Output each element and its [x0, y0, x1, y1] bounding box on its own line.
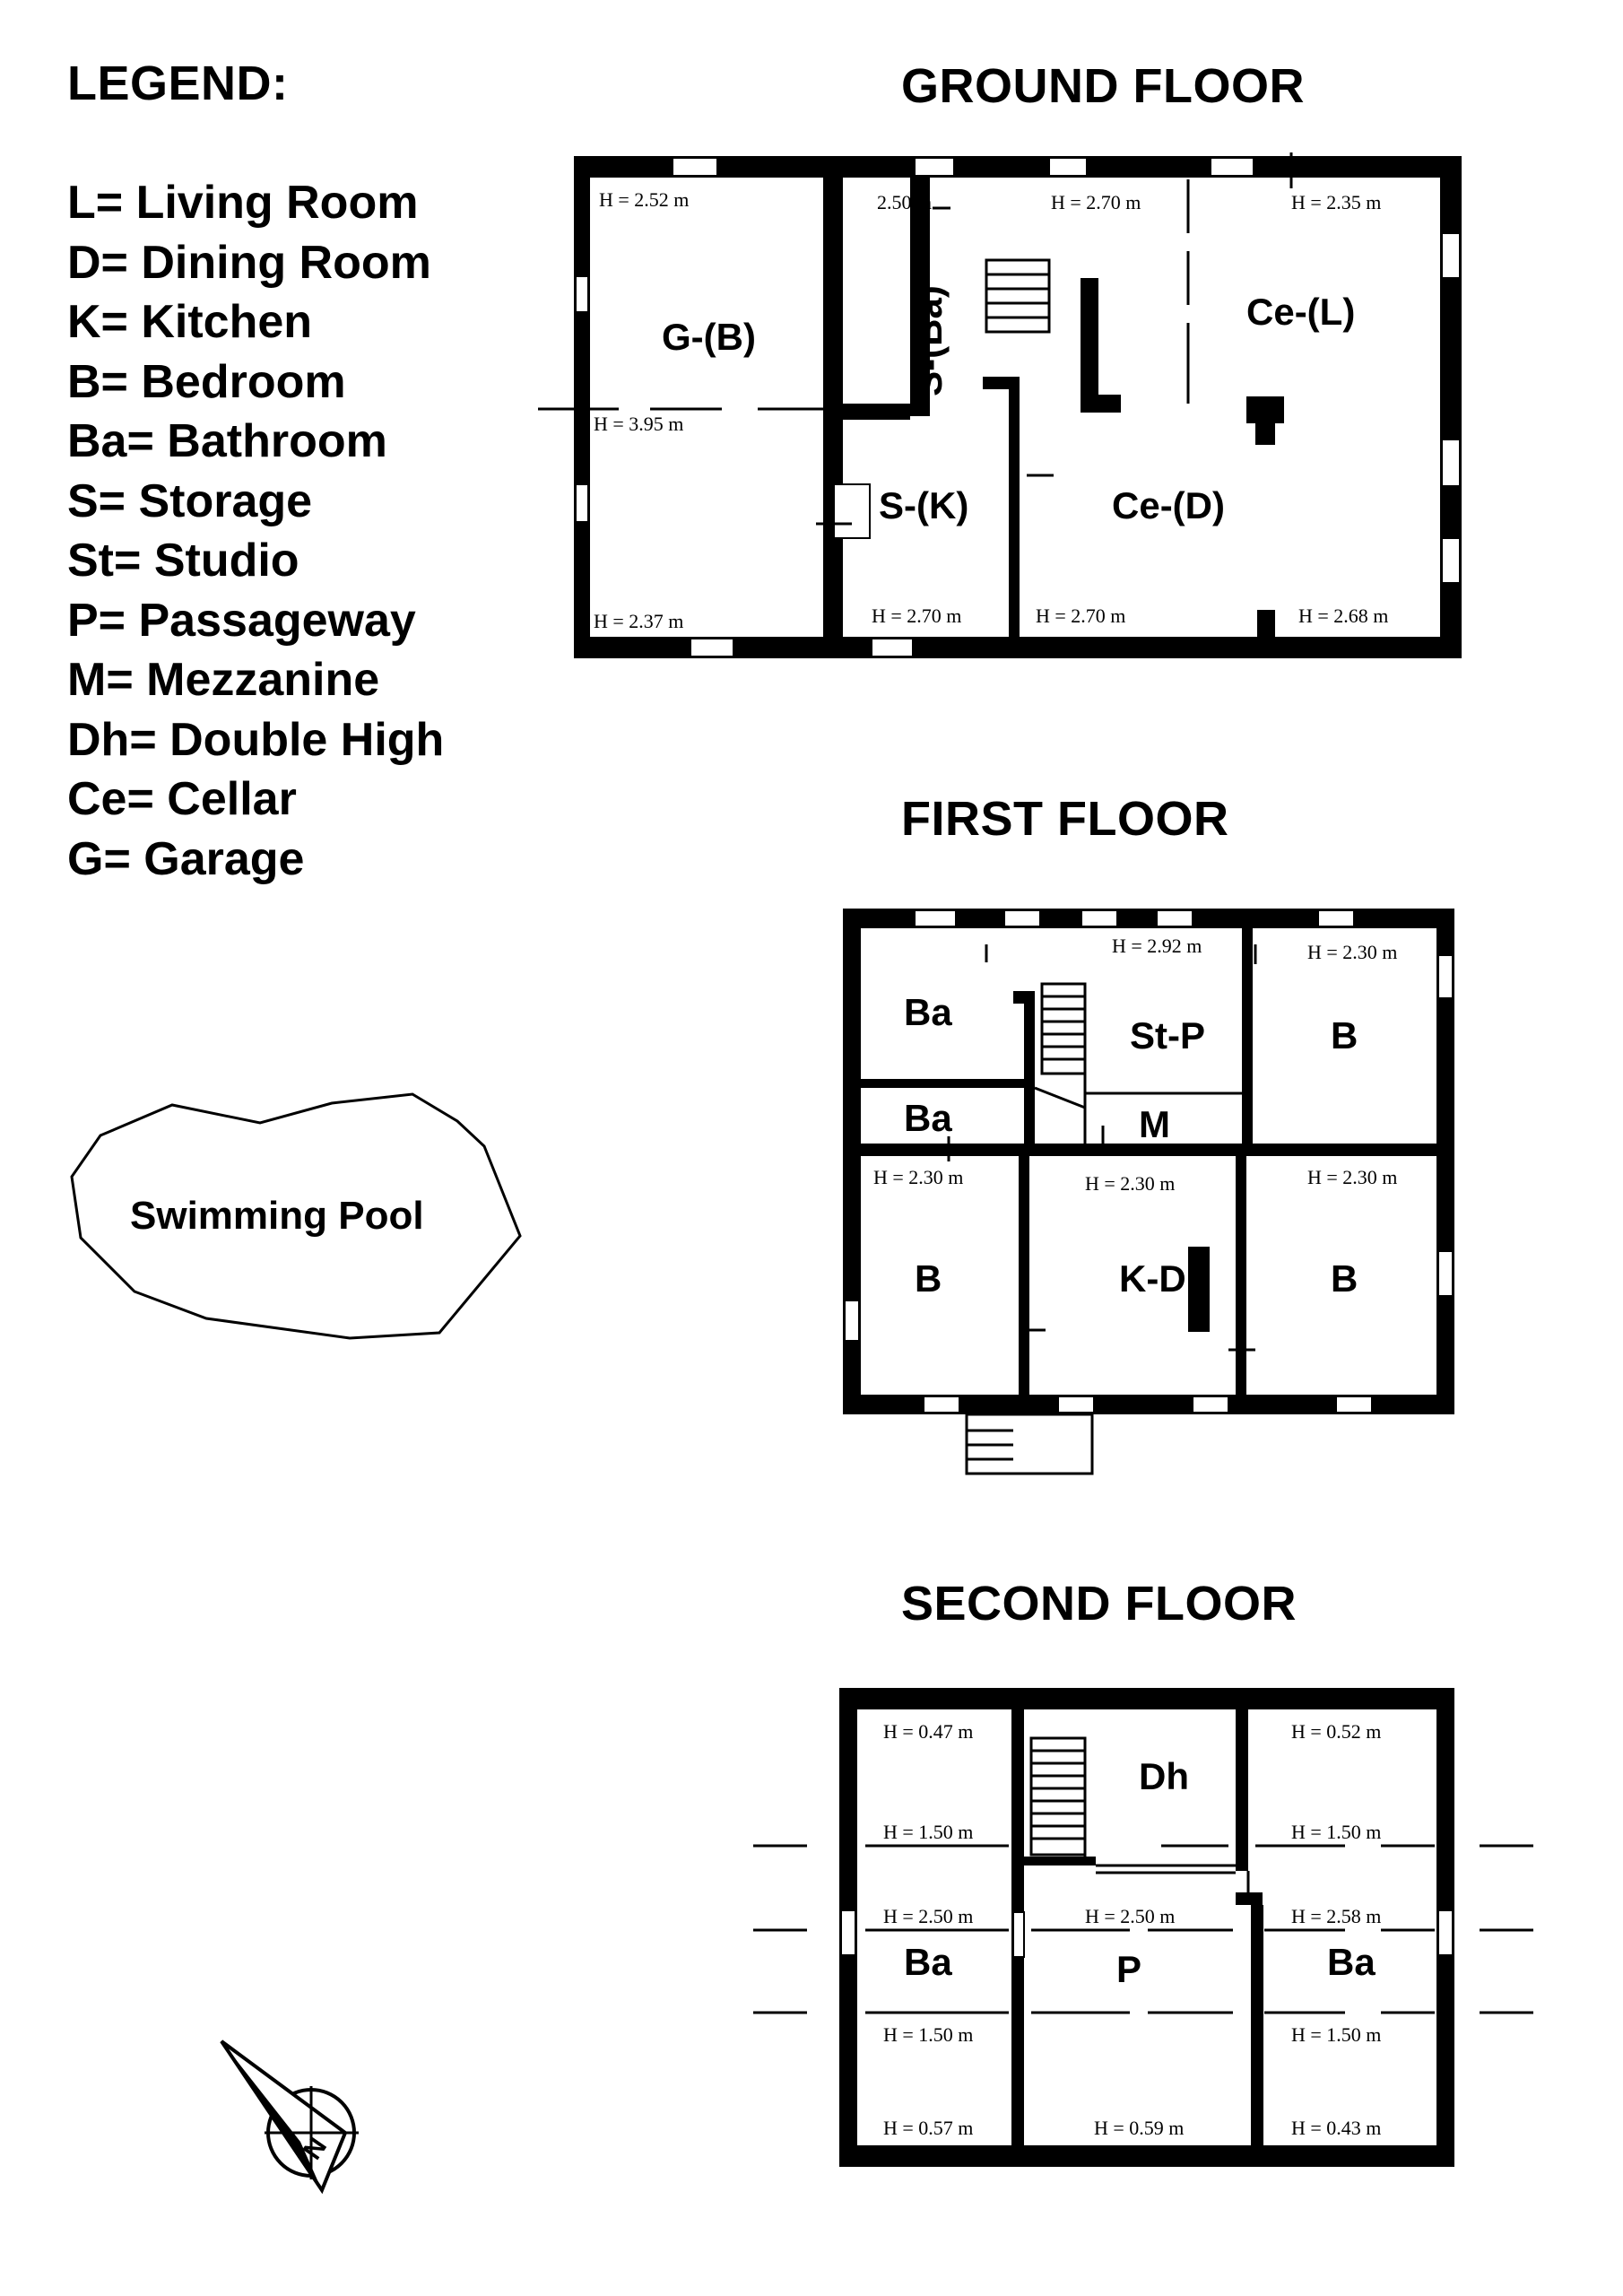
- first-floor-plan: Ba Ba St-P M B B K-D B H = 2.92 m H = 2.…: [843, 909, 1454, 1475]
- legend-item: S= Storage: [67, 474, 313, 527]
- legend-item: G= Garage: [67, 832, 305, 885]
- height-label: H = 1.50 m: [883, 2023, 973, 2046]
- legend-item: K= Kitchen: [67, 296, 313, 348]
- height-label: H = 2.30 m: [1085, 1172, 1175, 1195]
- legend-item: B= Bedroom: [67, 355, 346, 408]
- legend-list: L= Living Room D= Dining Room K= Kitchen…: [67, 173, 444, 889]
- room-label: Ce-(L): [1246, 291, 1355, 333]
- height-label: H = 2.30 m: [1307, 941, 1397, 963]
- room-label: B: [1331, 1014, 1358, 1057]
- first-lines: [947, 944, 1257, 1475]
- room-label: Ce-(D): [1112, 484, 1225, 526]
- height-label: H = 0.47 m: [883, 1720, 973, 1743]
- room-label: G-(B): [662, 316, 756, 358]
- height-label: H = 3.95 m: [594, 413, 683, 435]
- second-floor-title: SECOND FLOOR: [901, 1577, 1298, 1631]
- first-walls: [843, 909, 1454, 1414]
- room-label: K-D: [1119, 1257, 1186, 1300]
- north-arrow-icon: N: [220, 2039, 359, 2195]
- room-label: Ba: [1327, 1941, 1376, 1983]
- room-label: S-(K): [879, 484, 968, 526]
- room-label: B: [915, 1257, 942, 1300]
- ground-walls: [574, 156, 1462, 658]
- legend-item: Ce= Cellar: [67, 773, 297, 825]
- height-label: H = 2.52 m: [599, 188, 689, 211]
- room-label: Ba: [904, 1941, 952, 1983]
- height-label: H = 2.30 m: [1307, 1166, 1397, 1188]
- first-windows: [844, 909, 1454, 1413]
- swimming-pool: Swimming Pool: [70, 1092, 522, 1340]
- legend-item: St= Studio: [67, 535, 299, 587]
- legend-item: M= Mezzanine: [67, 654, 380, 706]
- pool-outline: [70, 1092, 522, 1340]
- ground-lines: [538, 152, 1293, 526]
- room-label: St-P: [1130, 1014, 1205, 1057]
- height-label: H = 2.37 m: [594, 610, 683, 632]
- height-label: H = 2.70 m: [872, 604, 961, 627]
- room-label: B: [1331, 1257, 1358, 1300]
- height-label: H = 2.70 m: [1051, 191, 1141, 213]
- room-label: Ba: [904, 1097, 952, 1139]
- height-label: H = 0.43 m: [1291, 2117, 1381, 2139]
- room-label: S-(Ba): [907, 285, 950, 396]
- height-label: 2.50 m: [877, 191, 932, 213]
- height-label: H = 0.52 m: [1291, 1720, 1381, 1743]
- legend-item: Ba= Bathroom: [67, 415, 387, 467]
- first-floor-title: FIRST FLOOR: [901, 792, 1229, 846]
- height-label: H = 1.50 m: [1291, 2023, 1381, 2046]
- ground-floor-title: GROUND FLOOR: [901, 59, 1305, 113]
- height-label: H = 2.35 m: [1291, 191, 1381, 213]
- legend-item: Dh= Double High: [67, 713, 445, 766]
- height-label: H = 2.50 m: [1085, 1905, 1175, 1927]
- room-label: P: [1116, 1948, 1141, 1990]
- second-floor-plan: Dh Ba P Ba H = 0.47 m H = 1.50 m H = 2.5…: [753, 1688, 1533, 2167]
- height-label: H = 2.30 m: [873, 1166, 963, 1188]
- height-label: H = 2.68 m: [1298, 604, 1388, 627]
- height-label: H = 2.58 m: [1291, 1905, 1381, 1927]
- legend-item: D= Dining Room: [67, 236, 431, 289]
- room-label: M: [1139, 1103, 1170, 1145]
- legend-title: LEGEND:: [67, 57, 289, 110]
- height-label: H = 0.59 m: [1094, 2117, 1184, 2139]
- ground-windows: [575, 157, 1461, 657]
- height-label: H = 2.70 m: [1036, 604, 1125, 627]
- legend-item: L= Living Room: [67, 177, 419, 229]
- room-label: Dh: [1139, 1755, 1189, 1797]
- height-label: H = 1.50 m: [883, 1821, 973, 1843]
- room-label: Ba: [904, 991, 952, 1033]
- height-label: H = 2.50 m: [883, 1905, 973, 1927]
- pool-label: Swimming Pool: [130, 1194, 424, 1238]
- height-label: H = 0.57 m: [883, 2117, 973, 2139]
- ground-floor-plan: G-(B) S-(Ba) S-(K) Ce-(L) Ce-(D) H = 2.5…: [538, 152, 1462, 658]
- second-windows: [840, 1909, 1454, 1958]
- height-label: H = 1.50 m: [1291, 1821, 1381, 1843]
- second-lines: [753, 1736, 1533, 2014]
- legend-item: P= Passageway: [67, 594, 416, 647]
- height-label: H = 2.92 m: [1112, 935, 1202, 957]
